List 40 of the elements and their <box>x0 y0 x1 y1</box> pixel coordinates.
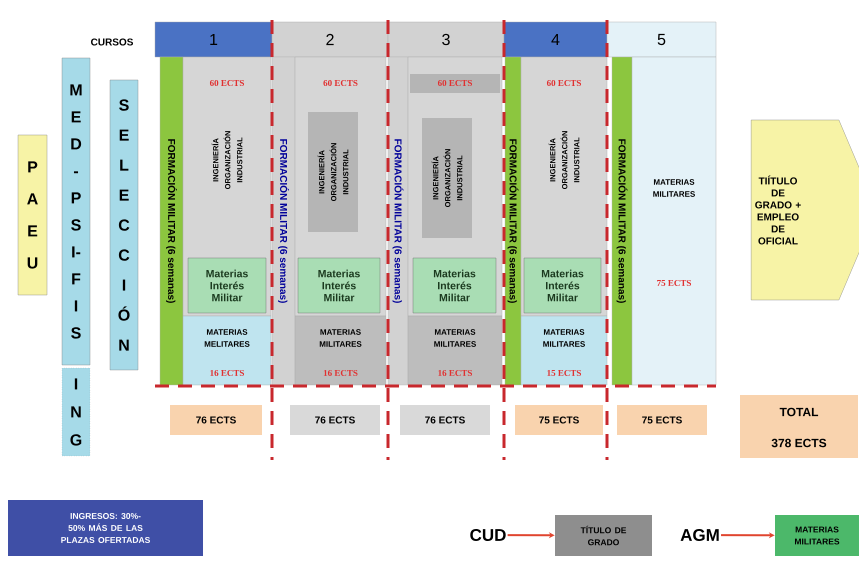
ects-label: 16 ECTS <box>324 370 358 376</box>
ects-label: 60 ECTS <box>546 80 581 86</box>
ects-label: 16 ECTS <box>438 370 472 376</box>
course-header: 2 <box>272 22 388 58</box>
note-box: INGRESOS: 30%-50% MÁS DE LAS PLAZAS OFERTADAS <box>8 500 203 556</box>
ects-total-box: 76 ECTS <box>400 405 490 435</box>
letter-column: ING <box>62 368 90 456</box>
course-header: 4 <box>504 22 608 58</box>
axis-label: CURSOS <box>91 38 134 46</box>
legend-box: MATERIAS MILITARES <box>775 515 859 556</box>
ects-total-box: 76 ECTS <box>290 405 380 435</box>
ects-label: 60 ECTS <box>210 80 244 86</box>
course-header: 3 <box>388 22 504 58</box>
legend-word: AGM <box>680 528 719 542</box>
training-strip: FORMACIÓN MILITAR (6 semanas) <box>388 56 408 386</box>
total-box: TOTAL 378 ECTS <box>740 395 858 458</box>
training-strip: FORMACIÓN MILITAR (6 semanas) <box>612 56 632 386</box>
subject-label: MATERIAS MILITARES <box>653 179 695 197</box>
ects-total-box: 75 ECTS <box>617 405 707 435</box>
ects-total-box: 76 ECTS <box>170 405 262 435</box>
ects-label: 60 ECTS <box>438 80 472 86</box>
legend-box: TÍTULO DE GRADO <box>555 515 652 556</box>
letter-column: SELECCIÓN <box>110 80 138 370</box>
legend-word: CUD <box>470 528 506 542</box>
letter-column: PAEU <box>18 134 48 296</box>
subject-box: Materias Interés Militar <box>298 258 380 314</box>
subject-box: Materias Interés Militar <box>188 258 266 314</box>
ects-label: 15 ECTS <box>547 370 581 376</box>
course-header: 5 <box>606 22 716 58</box>
ects-label: 75 ECTS <box>657 280 691 286</box>
subject-box: Materias Interés Militar <box>412 258 496 314</box>
ects-label: 60 ECTS <box>323 80 358 86</box>
course-header: 1 <box>154 22 272 58</box>
subject-box: Materias Interés Militar <box>524 258 602 314</box>
ects-total-box: 75 ECTS <box>515 405 603 435</box>
training-strip: FORMACIÓN MILITAR (6 semanas) <box>504 56 522 386</box>
training-strip: FORMACIÓN MILITAR (6 semanas) <box>160 56 184 386</box>
training-strip: FORMACIÓN MILITAR (6 semanas) <box>272 56 296 386</box>
ects-label: 16 ECTS <box>210 370 244 376</box>
letter-column: MED-PSI-FIS <box>62 58 90 366</box>
